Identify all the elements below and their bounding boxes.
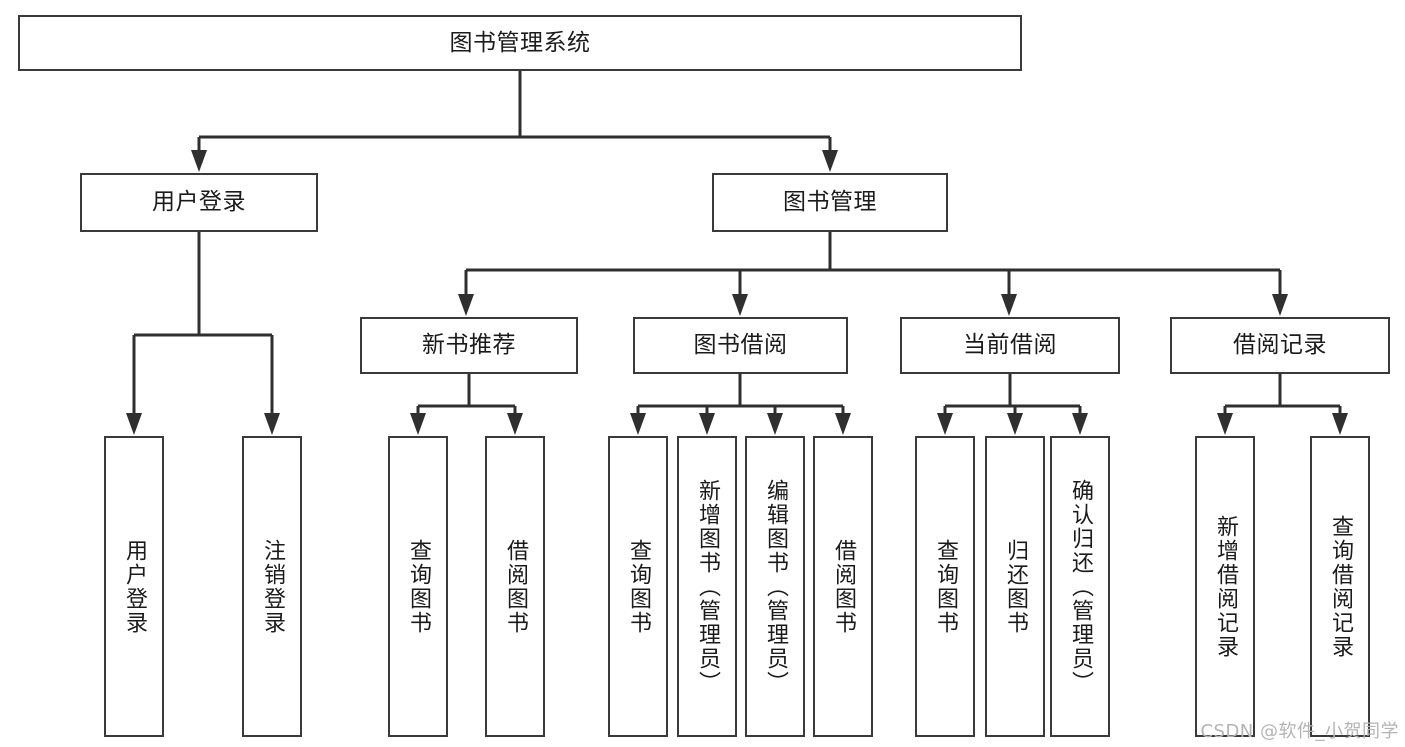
node-leaf-add-book[interactable]: 新增图书（管理员） bbox=[677, 436, 737, 737]
node-label: 新增图书（管理员） bbox=[695, 478, 720, 695]
csdn-watermark: CSDN @软件_小贺同学 bbox=[1200, 721, 1399, 742]
node-label: 图书管理系统 bbox=[449, 29, 591, 56]
node-label: 借阅图书 bbox=[503, 538, 528, 635]
node-leaf-query-book-1[interactable]: 查询图书 bbox=[388, 436, 448, 737]
node-label: 确认归还（管理员） bbox=[1068, 478, 1093, 695]
node-book-manage[interactable]: 图书管理 bbox=[712, 173, 948, 232]
node-label: 查询借阅记录 bbox=[1328, 514, 1353, 659]
arrow-head-bookborrow-to-leaves bbox=[835, 413, 851, 435]
node-leaf-query-book-2[interactable]: 查询图书 bbox=[608, 436, 668, 737]
node-label: 查询图书 bbox=[406, 538, 431, 635]
arrow-head-bookborrow-to-leaves bbox=[767, 413, 783, 435]
node-label: 用户登录 bbox=[152, 189, 246, 216]
node-label: 借阅图书 bbox=[831, 538, 856, 635]
node-label: 当前借阅 bbox=[963, 332, 1057, 359]
node-leaf-add-record[interactable]: 新增借阅记录 bbox=[1195, 436, 1255, 737]
arrow-head-currentborrow-to-leaves bbox=[1007, 413, 1023, 435]
node-label: 图书借阅 bbox=[693, 332, 788, 359]
node-label: 新书推荐 bbox=[422, 332, 516, 359]
arrow-head-borrowrecord-to-leaves bbox=[1332, 413, 1348, 435]
node-root[interactable]: 图书管理系统 bbox=[18, 15, 1022, 71]
node-leaf-user-login[interactable]: 用户登录 bbox=[104, 436, 164, 737]
node-leaf-return-book[interactable]: 归还图书 bbox=[985, 436, 1045, 737]
node-label: 图书管理 bbox=[783, 189, 877, 216]
node-leaf-borrow-book-2[interactable]: 借阅图书 bbox=[813, 436, 873, 737]
node-borrow-record[interactable]: 借阅记录 bbox=[1170, 317, 1390, 374]
node-user-login[interactable]: 用户登录 bbox=[80, 173, 318, 232]
node-leaf-confirm-return[interactable]: 确认归还（管理员） bbox=[1050, 436, 1110, 737]
node-new-book-rec[interactable]: 新书推荐 bbox=[360, 317, 578, 374]
arrow-head-bookmanage-to-level2 bbox=[1272, 294, 1288, 316]
node-label: 新增借阅记录 bbox=[1213, 514, 1238, 659]
arrow-head-root-to-level1 bbox=[191, 150, 207, 172]
node-leaf-query-record[interactable]: 查询借阅记录 bbox=[1310, 436, 1370, 737]
node-leaf-borrow-book-1[interactable]: 借阅图书 bbox=[485, 436, 545, 737]
node-label: 编辑图书（管理员） bbox=[763, 478, 788, 695]
node-current-borrow[interactable]: 当前借阅 bbox=[900, 317, 1120, 374]
arrow-head-userlogin-to-leaves bbox=[264, 413, 280, 435]
node-label: 注销登录 bbox=[260, 538, 285, 635]
node-label: 查询图书 bbox=[933, 538, 958, 635]
arrow-head-bookmanage-to-level2 bbox=[732, 294, 748, 316]
arrow-head-userlogin-to-leaves bbox=[126, 413, 142, 435]
arrow-head-bookmanage-to-level2 bbox=[458, 294, 474, 316]
arrow-head-newbookrec-to-leaves bbox=[507, 413, 523, 435]
arrow-head-root-to-level1 bbox=[822, 150, 838, 172]
arrow-head-newbookrec-to-leaves bbox=[410, 413, 426, 435]
node-label: 查询图书 bbox=[626, 538, 651, 635]
node-leaf-query-book-3[interactable]: 查询图书 bbox=[915, 436, 975, 737]
node-book-borrow[interactable]: 图书借阅 bbox=[633, 317, 848, 374]
node-leaf-user-logout[interactable]: 注销登录 bbox=[242, 436, 302, 737]
arrow-head-bookmanage-to-level2 bbox=[1001, 294, 1017, 316]
node-label: 用户登录 bbox=[122, 538, 147, 635]
arrow-head-borrowrecord-to-leaves bbox=[1217, 413, 1233, 435]
arrow-head-currentborrow-to-leaves bbox=[937, 413, 953, 435]
node-label: 借阅记录 bbox=[1233, 332, 1327, 359]
arrow-head-currentborrow-to-leaves bbox=[1072, 413, 1088, 435]
arrow-head-bookborrow-to-leaves bbox=[630, 413, 646, 435]
node-leaf-edit-book[interactable]: 编辑图书（管理员） bbox=[745, 436, 805, 737]
node-label: 归还图书 bbox=[1003, 538, 1028, 635]
arrow-head-bookborrow-to-leaves bbox=[699, 413, 715, 435]
